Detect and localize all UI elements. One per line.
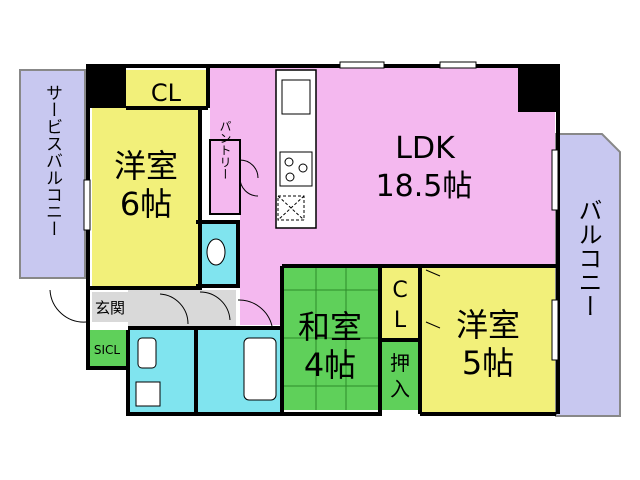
- main-balcony-label: バルコニー: [574, 198, 602, 318]
- closet-right-line2: L: [394, 308, 407, 333]
- oshiire-line1: 押: [390, 351, 410, 375]
- toilet-icon: [206, 238, 226, 266]
- service-balcony: [19, 69, 86, 279]
- closet-right: [380, 266, 420, 340]
- service-balcony-label: サービスバルコニー: [42, 84, 62, 237]
- ldk-name: LDK: [395, 131, 456, 166]
- windows: [83, 61, 559, 361]
- pantry: [209, 139, 241, 215]
- washing-machine-icon: [135, 381, 161, 407]
- stove-icon: [279, 151, 313, 187]
- western-6-line2: 6帖: [120, 185, 172, 223]
- entrance-label: 玄関: [95, 299, 125, 317]
- column: [518, 64, 558, 112]
- fridge-space: [277, 195, 305, 221]
- western-5-line1: 洋室: [456, 306, 520, 344]
- walls: [86, 64, 560, 416]
- entrance: [92, 292, 128, 322]
- sink-icon: [281, 79, 311, 115]
- western-6-line1: 洋室: [114, 147, 178, 185]
- door-swings: [49, 159, 441, 329]
- closet-top: [126, 70, 206, 108]
- pantry-label: パントリー: [218, 120, 232, 180]
- ldk-size: 18.5帖: [376, 169, 473, 204]
- western-room-6: [92, 108, 200, 286]
- closet-top-label: CL: [151, 79, 182, 107]
- oshiire: [380, 342, 420, 410]
- japanese-4-line1: 和室: [298, 308, 362, 346]
- sicl: [86, 330, 128, 368]
- closet-right-line1: C: [392, 278, 407, 303]
- japanese-4-line2: 4帖: [304, 346, 356, 384]
- oshiire-line2: 入: [390, 377, 410, 401]
- column: [86, 64, 126, 108]
- washbasin-icon: [137, 337, 157, 369]
- western-room-5: [422, 268, 555, 412]
- western-5-line2: 5帖: [462, 344, 514, 382]
- sicl-label: SICL: [94, 343, 121, 357]
- hallway: [128, 290, 236, 326]
- bathtub-icon: [243, 337, 277, 401]
